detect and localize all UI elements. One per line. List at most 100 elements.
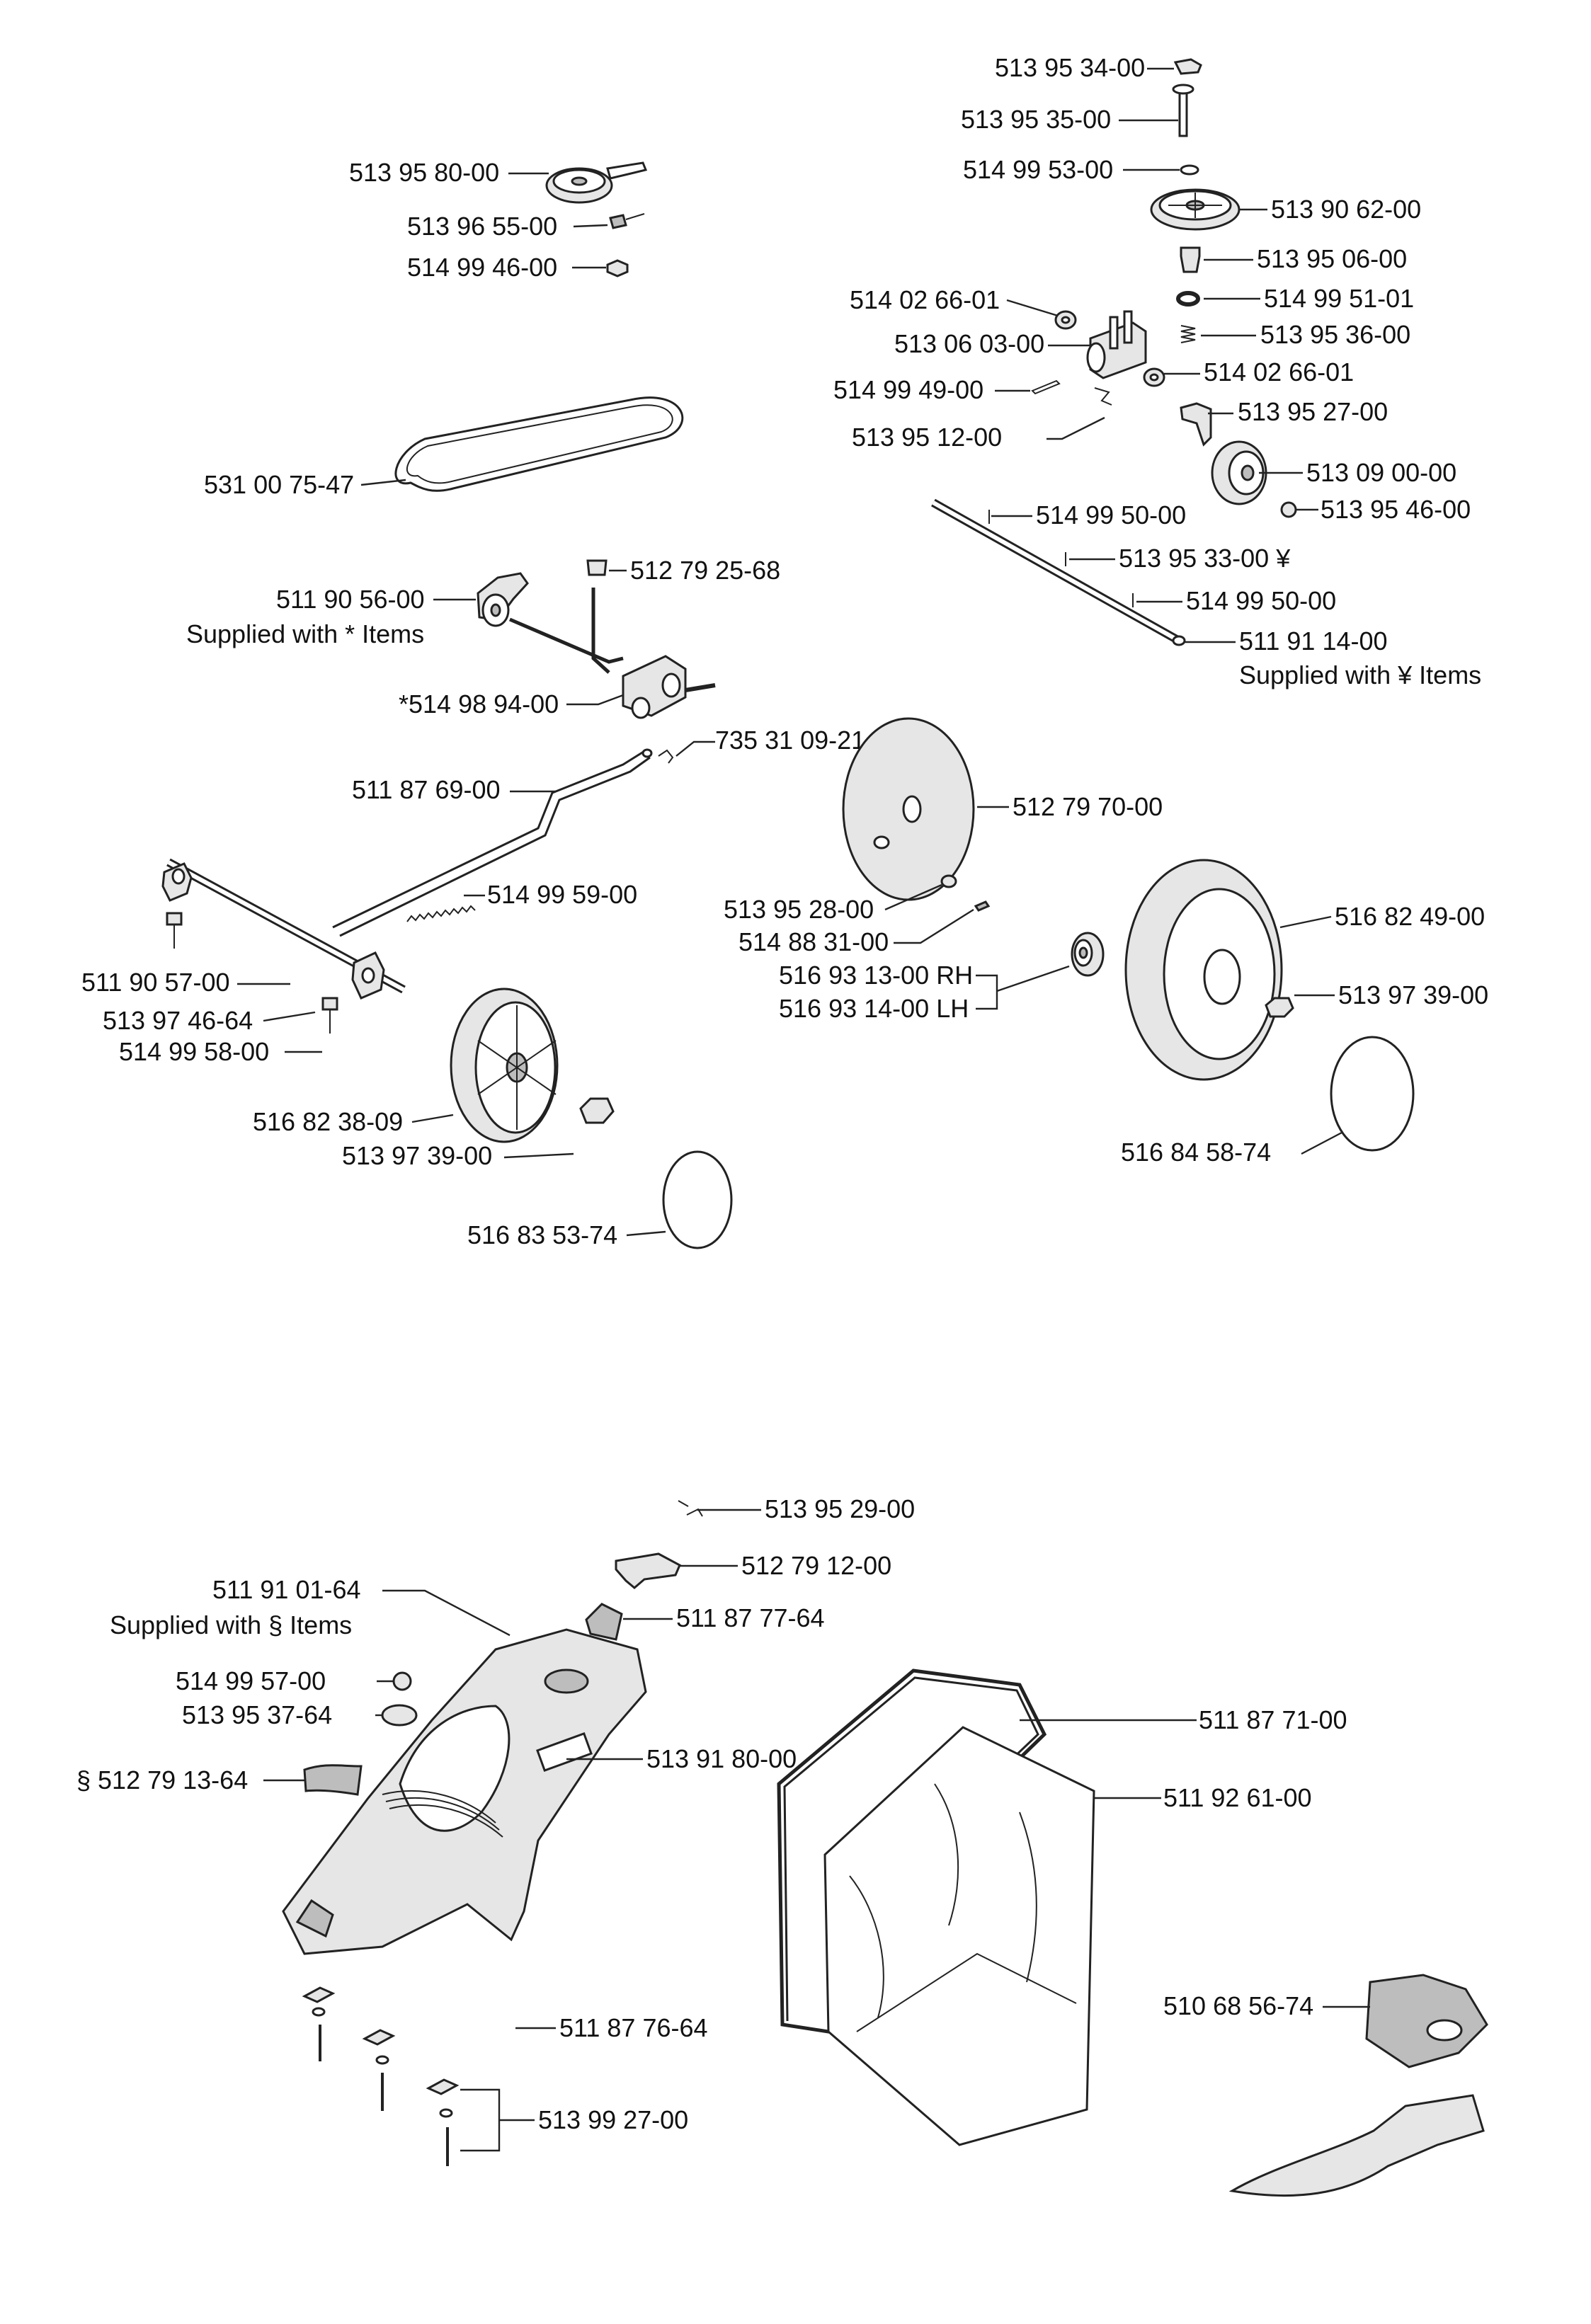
label-513953764: 513 95 37-64 (182, 1700, 332, 1729)
part-pin (1178, 86, 1188, 137)
label-513952800: 513 95 28-00 (724, 895, 874, 924)
part-v-belt (394, 396, 684, 492)
part-gear-housing (1086, 310, 1147, 379)
label-516823809: 516 82 38-09 (253, 1107, 403, 1136)
part-wheel-nut (1265, 997, 1294, 1018)
label-512792568: 512 79 25-68 (630, 556, 780, 585)
label-513965500: 513 96 55-00 (407, 212, 557, 241)
label-512791364: § 512 79 13-64 (76, 1765, 248, 1794)
label-511876900: 511 87 69-00 (352, 775, 501, 804)
part-hubcap (662, 1150, 733, 1249)
part-front-axle (161, 858, 406, 1000)
label-513918000: 513 91 80-00 (646, 1744, 797, 1773)
part-cap (381, 1704, 418, 1727)
label-513954600: 513 95 46-00 (1321, 495, 1471, 524)
part-front-wheel (450, 988, 559, 1143)
label-513973900b: 513 97 39-00 (1338, 980, 1488, 1009)
part-nut (606, 259, 629, 277)
label-511877764: 511 87 77-64 (676, 1603, 825, 1632)
label-510685674: 510 68 56-74 (1163, 1991, 1313, 2020)
label-514995900: 514 99 59-00 (487, 880, 637, 909)
part-mulch-blade (1228, 1974, 1488, 2197)
label-514995101: 514 99 51-01 (1264, 284, 1414, 313)
part-clip (1173, 58, 1202, 75)
part-control-rod (332, 748, 653, 937)
label-514995800: 514 99 58-00 (119, 1037, 269, 1066)
label-516824900: 516 82 49-00 (1335, 902, 1485, 931)
part-rear-wheel (1124, 859, 1283, 1081)
label-514995300: 514 99 53-00 (963, 155, 1113, 184)
label-516931400: 516 93 14-00 LH (779, 994, 969, 1023)
part-strip (303, 1764, 363, 1796)
label-513953500: 513 95 35-00 (961, 105, 1111, 134)
label-514026601b: 514 02 66-01 (1204, 357, 1354, 387)
label-513951200: 513 95 12-00 (852, 423, 1002, 452)
part-ball (392, 1671, 412, 1691)
label-512791200: 512 79 12-00 (741, 1551, 891, 1580)
label-513060300: 513 06 03-00 (894, 329, 1044, 358)
label-514994900: 514 99 49-00 (833, 375, 983, 404)
part-idler-pulley (545, 161, 648, 204)
label-513090000: 513 09 00-00 (1306, 458, 1456, 487)
label-513992700: 513 99 27-00 (538, 2105, 688, 2134)
part-cotter-pin (1031, 379, 1061, 395)
label-513958000: 513 95 80-00 (349, 158, 499, 187)
label-513952700: 513 95 27-00 (1238, 397, 1388, 426)
label-513906200: 513 90 62-00 (1271, 195, 1421, 224)
label-513973900a: 513 97 39-00 (342, 1141, 492, 1170)
label-516835374: 516 83 53-74 (467, 1220, 617, 1249)
label-514026601a: 514 02 66-01 (850, 285, 1000, 314)
label-514995000b: 514 99 50-00 (1186, 586, 1336, 615)
part-clips (678, 1500, 703, 1517)
part-washer (1180, 164, 1199, 176)
note-supplied-with-yen: Supplied with ¥ Items (1239, 660, 1481, 689)
note-supplied-with-star: Supplied with * Items (186, 619, 424, 648)
part-flap (585, 1603, 623, 1641)
part-bolt (609, 214, 627, 229)
part-hairpin-clip (658, 749, 674, 764)
part-washer (1280, 501, 1297, 518)
label-514994600: 514 99 46-00 (407, 253, 557, 282)
label-514883100: 514 88 31-00 (739, 927, 889, 956)
label-514989400: *514 98 94-00 (399, 689, 559, 719)
upper-left-drive-group: 513 95 80-00 513 96 55-00 514 99 46-00 5… (81, 158, 865, 1249)
part-grass-bag (823, 1726, 1095, 2146)
label-511905700: 511 90 57-00 (81, 968, 230, 997)
label-513950600: 513 95 06-00 (1257, 244, 1407, 273)
label-513953600: 513 95 36-00 (1260, 320, 1410, 349)
part-hardware-set (302, 1986, 460, 2166)
part-small-pin (974, 900, 991, 912)
label-513974664: 513 97 46-64 (103, 1006, 253, 1035)
label-511877664: 511 87 76-64 (559, 2013, 708, 2042)
part-screws (166, 912, 338, 1034)
lower-housing-group: 513 95 29-00 512 79 12-00 511 87 77-64 5… (76, 1494, 1488, 2197)
part-drive-axle (931, 498, 1186, 646)
label-513952900: 513 95 29-00 (765, 1494, 915, 1523)
label-512797000: 512 79 70-00 (1013, 792, 1163, 821)
label-735310921: 735 31 09-21 (715, 726, 865, 755)
part-extension-spring (406, 905, 476, 922)
part-hubcap (1330, 1036, 1415, 1152)
rear-wheel-group: 512 79 70-00 513 95 28-00 514 88 31-00 5… (724, 717, 1488, 1167)
part-knob (586, 559, 608, 576)
part-rear-housing (282, 1628, 647, 1955)
label-513953400: 513 95 34-00 (995, 53, 1145, 82)
label-511877100: 511 87 71-00 (1199, 1705, 1347, 1734)
part-wire-spring (1094, 387, 1112, 406)
part-o-ring (1176, 291, 1200, 307)
part-washer (940, 874, 957, 888)
part-wheel-nut (579, 1097, 615, 1124)
part-latch (615, 1552, 681, 1589)
part-bracket (1180, 402, 1212, 447)
label-516845874: 516 84 58-74 (1121, 1138, 1271, 1167)
note-supplied-with-section: Supplied with § Items (110, 1610, 352, 1639)
label-513953300: 513 95 33-00 ¥ (1119, 544, 1291, 573)
label-514995000a: 514 99 50-00 (1036, 500, 1186, 530)
label-511911400: 511 91 14-00 (1239, 626, 1388, 656)
label-511905600: 511 90 56-00 (276, 585, 425, 614)
part-tension-lever (477, 572, 624, 674)
label-511926100: 511 92 61-00 (1163, 1783, 1312, 1812)
part-mount-bracket (622, 655, 716, 719)
label-511910164: 511 91 01-64 (212, 1575, 361, 1604)
